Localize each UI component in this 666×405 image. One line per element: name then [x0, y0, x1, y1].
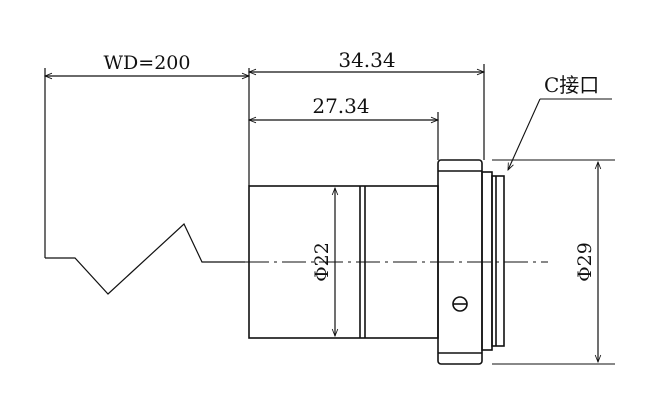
- total-length-dimension: 34.34: [247, 48, 486, 160]
- body-length-dimension: 27.34: [247, 94, 440, 160]
- body-diameter-label: Φ22: [311, 242, 333, 282]
- mount-callout: C接口: [507, 73, 612, 172]
- wd-label: WD=200: [104, 52, 191, 74]
- working-distance-zigzag: [45, 223, 245, 295]
- wd-dimension: WD=200: [43, 52, 251, 80]
- working-distance-indicator: [44, 68, 250, 295]
- mount-diameter-label: Φ29: [574, 242, 596, 282]
- thread-inner: [491, 175, 505, 347]
- lens-outline: [248, 159, 505, 365]
- body-diameter-dimension: Φ22: [311, 186, 339, 338]
- thread-outer: [481, 171, 493, 351]
- mount-callout-label: C接口: [544, 73, 599, 97]
- body-length-label: 27.34: [312, 94, 369, 118]
- total-length-label: 34.34: [338, 48, 395, 72]
- mount-callout-leader: [507, 98, 541, 172]
